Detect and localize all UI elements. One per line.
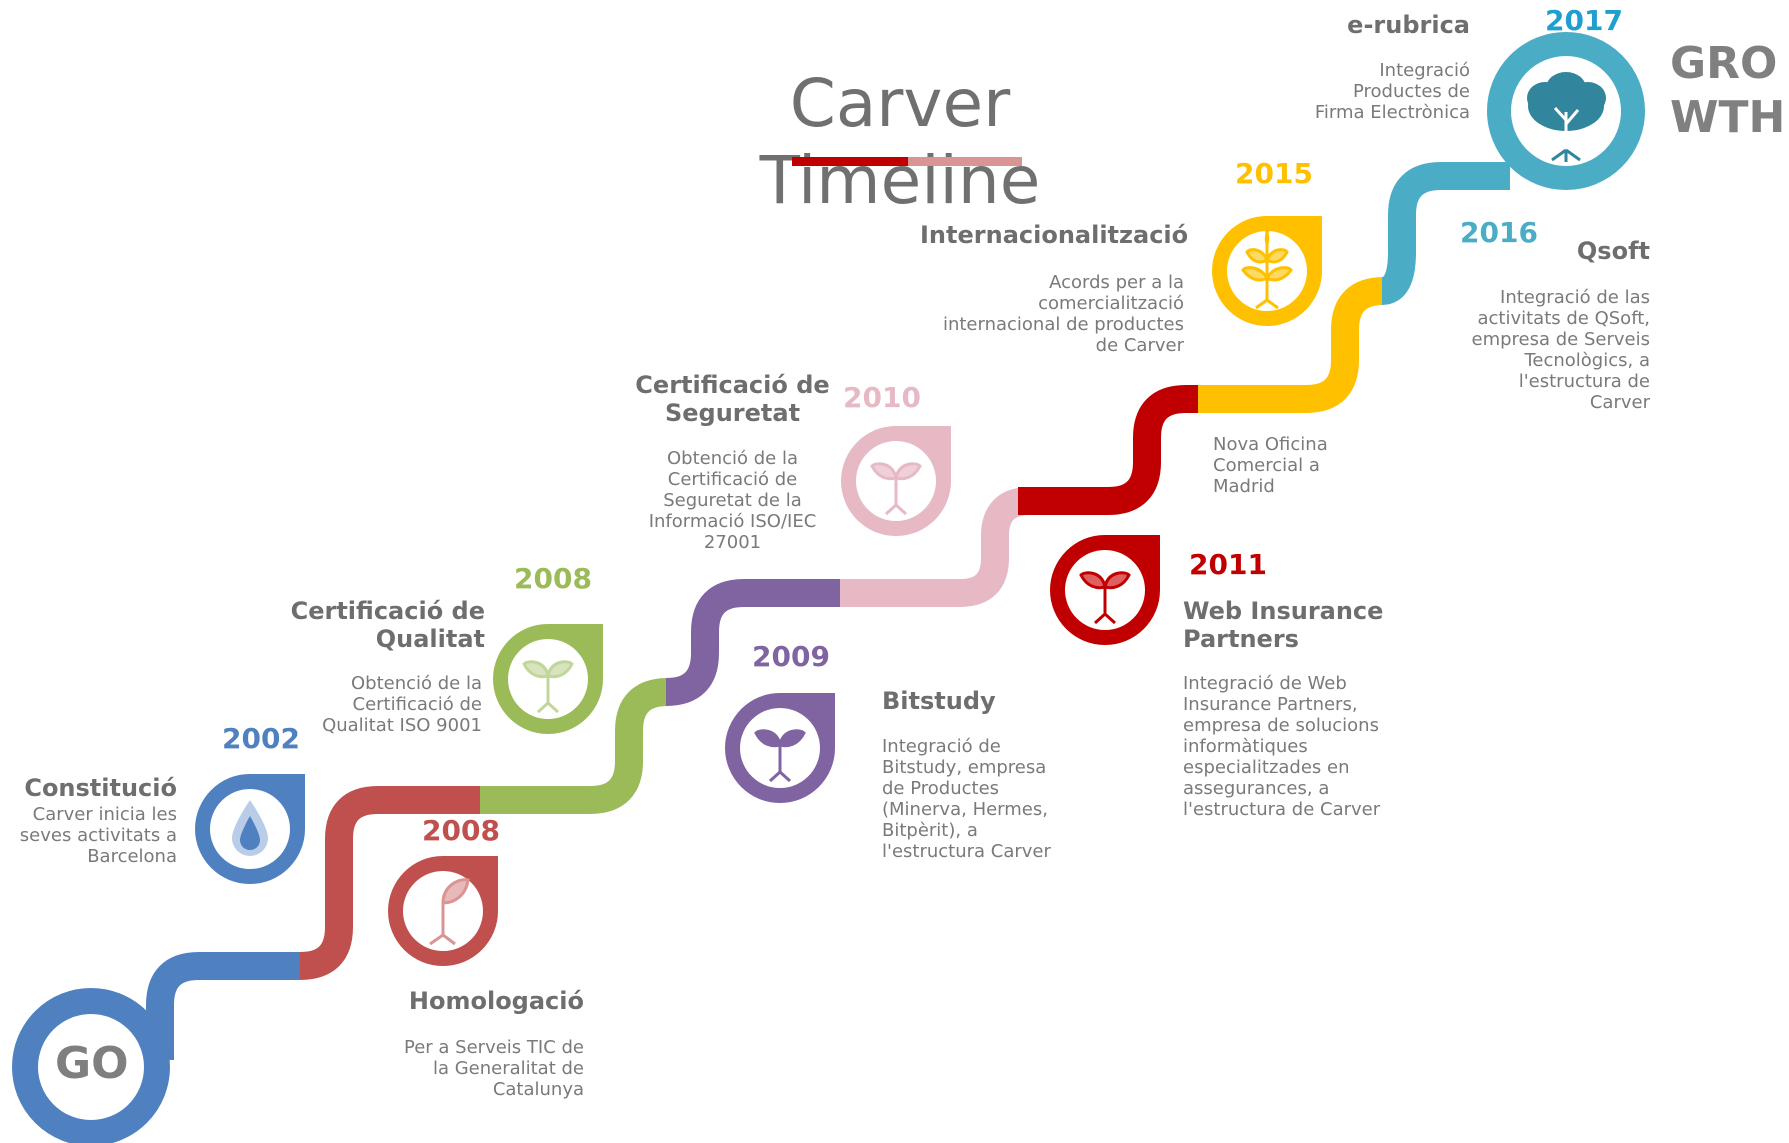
milestone-desc-internacionalitzacio: Acords per a la comercialització interna…: [942, 272, 1184, 357]
path-segment-red: [299, 786, 480, 980]
path-segment-green: [480, 678, 669, 814]
milestone-desc-constitucio: Carver inicia les seves activitats a Bar…: [19, 804, 177, 868]
path-segment-pink: [840, 487, 1031, 607]
title-rule-dark: [792, 157, 908, 166]
milestone-year-2017: 2017: [1545, 4, 1623, 37]
milestone-desc-madrid: Nova Oficina Comercial a Madrid: [1213, 434, 1328, 498]
milestone-heading-qualitat: Certificació de Qualitat: [290, 597, 485, 653]
water-drop-icon: [232, 800, 268, 856]
start-circle: [12, 988, 170, 1143]
sprout-icon: [429, 462, 1131, 946]
end-label-line2: WTH: [1670, 92, 1786, 143]
milestone-year-2008-qualitat: 2008: [514, 562, 592, 595]
milestone-desc-qualitat: Obtenció de la Certificació de Qualitat …: [322, 673, 482, 737]
milestone-year-2009: 2009: [752, 640, 830, 673]
milestone-year-2008-homologacio: 2008: [422, 814, 500, 847]
path-segment-purple: [665, 579, 840, 706]
title-rule-light: [908, 157, 1022, 166]
milestone-desc-e-rubrica: Integració Productes de Firma Electrònic…: [1314, 60, 1470, 124]
tree-icon: [1527, 72, 1606, 162]
page-title: Carver Timeline: [759, 65, 1041, 219]
path-segment-teal: [1380, 162, 1510, 305]
milestone-desc-web-insurance: Integració de Web Insurance Partners, em…: [1183, 673, 1381, 821]
milestone-desc-homologacio: Per a Serveis TIC de la Generalitat de C…: [404, 1037, 584, 1101]
milestone-desc-seguretat: Obtenció de la Certificació de Seguretat…: [648, 448, 817, 554]
milestone-year-2015: 2015: [1235, 157, 1313, 190]
milestone-year-2010: 2010: [843, 381, 921, 414]
milestone-heading-seguretat: Certificació de Seguretat: [635, 371, 830, 427]
milestone-desc-qsoft: Integració de las activitats de QSoft, e…: [1471, 287, 1650, 414]
end-label-line1: GRO: [1670, 38, 1778, 89]
milestone-heading-constitucio: Constitució: [24, 774, 177, 802]
milestone-heading-homologacio: Homologació: [408, 987, 584, 1015]
milestone-heading-qsoft: Qsoft: [1576, 237, 1650, 265]
start-label: GO: [55, 1038, 129, 1089]
milestone-year-2016: 2016: [1460, 216, 1538, 249]
plant-icon: [1241, 226, 1293, 310]
path-segment-crimson: [1018, 385, 1200, 515]
milestone-desc-bitstudy: Integració de Bitstudy, empresa de Produ…: [882, 736, 1051, 863]
path-segment-yellow: [1198, 277, 1385, 413]
milestone-heading-e-rubrica: e-rubrica: [1347, 11, 1470, 39]
milestone-heading-internacionalitzacio: Internacionalització: [920, 221, 1189, 249]
path-segment-blue: [146, 952, 300, 1060]
milestone-heading-bitstudy: Bitstudy: [882, 687, 996, 715]
milestone-year-2011: 2011: [1189, 548, 1267, 581]
milestone-year-2002: 2002: [222, 722, 300, 755]
milestone-heading-web-insurance: Web Insurance Partners: [1183, 597, 1384, 653]
